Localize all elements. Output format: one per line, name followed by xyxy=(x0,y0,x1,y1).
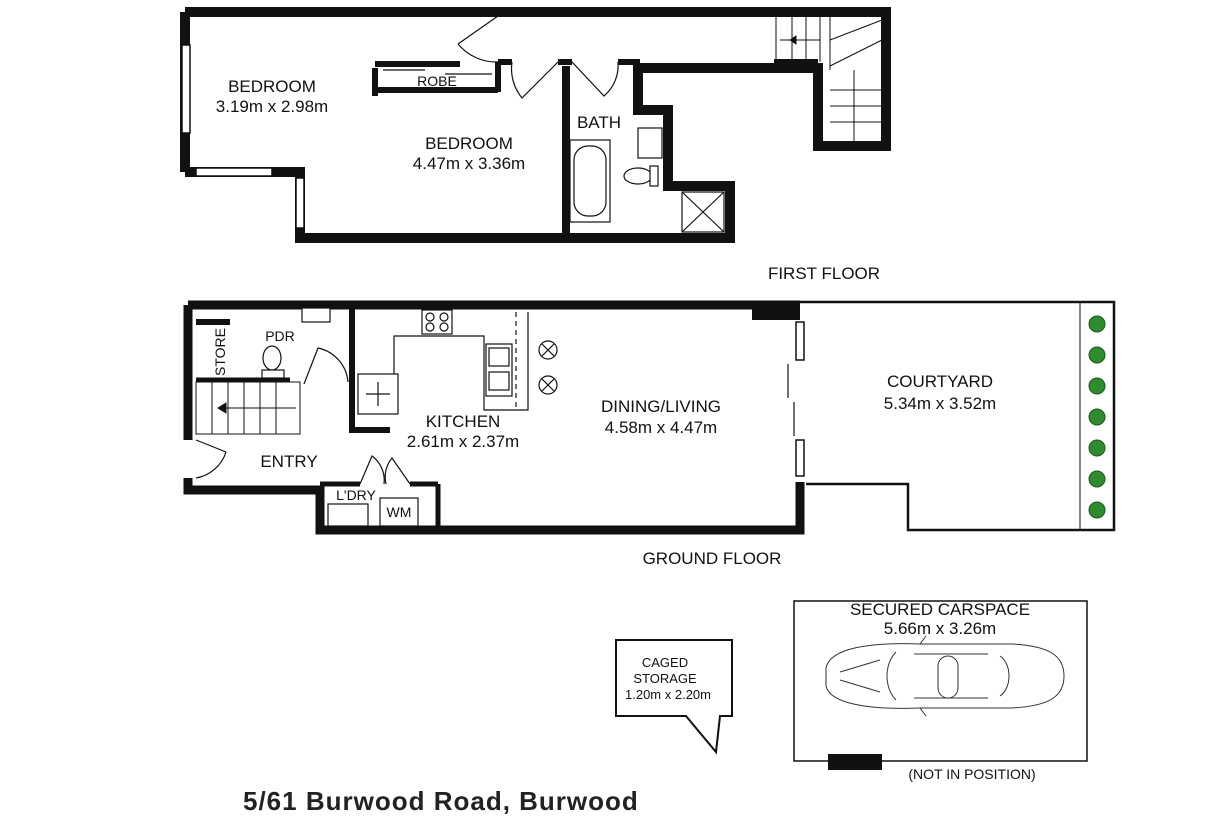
labels: BEDROOM 3.19m x 2.98m ROBE BEDROOM 4.47m… xyxy=(212,73,1036,782)
plant-2 xyxy=(1088,346,1106,364)
ground-floor-stairs xyxy=(195,381,301,435)
ground-floor-plan xyxy=(183,300,1116,535)
address-footer: 5/61 Burwood Road, Burwood xyxy=(243,786,639,816)
bedroom2-name: BEDROOM xyxy=(425,134,513,153)
pdr-basin xyxy=(301,307,331,323)
carspace-marker xyxy=(828,754,882,770)
carspace-size: 5.66m x 3.26m xyxy=(884,619,996,638)
first-floor-stairs xyxy=(775,16,883,142)
window-living-top xyxy=(795,321,805,361)
bedroom1-size: 3.19m x 2.98m xyxy=(216,97,328,116)
window-living-bottom xyxy=(795,439,805,477)
toilet xyxy=(623,167,653,185)
plant-5 xyxy=(1088,439,1106,457)
vanity xyxy=(637,127,663,159)
plant-6 xyxy=(1088,470,1106,488)
robe-sliding-doors xyxy=(383,69,492,75)
courtyard-name: COURTYARD xyxy=(887,372,993,391)
first-floor-plan xyxy=(180,7,891,243)
storage-line2: STORAGE xyxy=(633,671,697,686)
pdr-label: PDR xyxy=(265,328,295,344)
storage-size: 1.20m x 2.20m xyxy=(625,687,711,702)
ground-floor-walls xyxy=(183,300,805,535)
plant-4 xyxy=(1088,408,1106,426)
caged-storage-callout xyxy=(615,639,733,755)
plant-1 xyxy=(1088,315,1106,333)
car-icon xyxy=(825,635,1065,717)
wm-label: WM xyxy=(387,504,412,520)
ground-floor-doors xyxy=(195,347,411,485)
window-bedroom1-bottom xyxy=(195,167,273,177)
kitchen-fixtures xyxy=(357,309,558,415)
laundry-fixtures xyxy=(327,497,419,527)
first-floor-doors xyxy=(457,15,619,99)
carspace-name: SECURED CARSPACE xyxy=(850,600,1030,619)
courtyard-size: 5.34m x 3.52m xyxy=(884,394,996,413)
bath-fixtures xyxy=(569,127,725,233)
first-floor-walls xyxy=(180,7,891,243)
plant-7 xyxy=(1088,501,1106,519)
store-label: STORE xyxy=(212,328,228,376)
storage-line1: CAGED xyxy=(642,655,688,670)
courtyard-plants xyxy=(1088,315,1106,519)
window-bedroom2-left xyxy=(295,177,305,229)
sliding-doors-living xyxy=(787,364,795,436)
bedroom1-name: BEDROOM xyxy=(228,77,316,96)
pdr-fixtures xyxy=(261,307,331,379)
laundry-label: L'DRY xyxy=(336,487,376,503)
cooktop xyxy=(421,309,453,335)
column-ground xyxy=(752,302,800,320)
laundry-tub xyxy=(327,503,369,527)
bedroom2-size: 4.47m x 3.36m xyxy=(413,154,525,173)
entry-label: ENTRY xyxy=(260,452,317,471)
carspace-note: (NOT IN POSITION) xyxy=(908,766,1035,782)
plant-3 xyxy=(1088,377,1106,395)
window-bedroom1-left xyxy=(181,44,191,134)
pdr-toilet xyxy=(262,345,282,371)
floor-plan: BEDROOM 3.19m x 2.98m ROBE BEDROOM 4.47m… xyxy=(180,7,1116,782)
ground-floor-heading: GROUND FLOOR xyxy=(643,549,782,568)
dining-size: 4.58m x 4.47m xyxy=(605,418,717,437)
washing-machine xyxy=(379,497,419,527)
kitchen-name: KITCHEN xyxy=(426,412,501,431)
robe-label: ROBE xyxy=(417,73,457,89)
courtyard-outline xyxy=(800,300,1116,532)
dining-name: DINING/LIVING xyxy=(601,397,721,416)
kitchen-size: 2.61m x 2.37m xyxy=(407,432,519,451)
bath-label: BATH xyxy=(577,113,621,132)
first-floor-heading: FIRST FLOOR xyxy=(768,264,880,283)
